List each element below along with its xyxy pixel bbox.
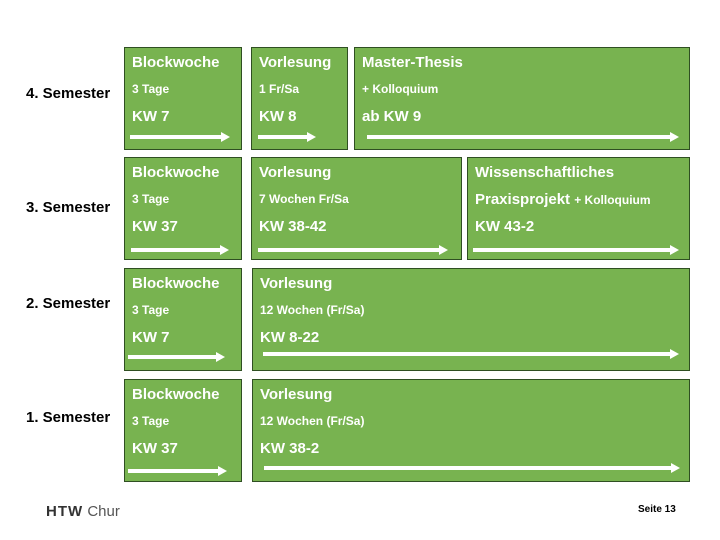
logo-chur: Chur — [87, 503, 120, 520]
box-title: Wissenschaftliches — [475, 164, 615, 181]
semester-2-label: 2. Semester — [26, 295, 111, 312]
box-detail: Praxisprojekt + Kolloquium — [475, 191, 651, 208]
box-detail: 3 Tage — [132, 303, 170, 317]
box-week: KW 37 — [132, 218, 178, 235]
box-week: ab KW 9 — [362, 108, 422, 125]
timeline-arrow — [258, 132, 316, 142]
box-detail: 12 Wochen (Fr/Sa) — [260, 414, 365, 428]
htw-chur-logo: HTW Chur — [46, 503, 120, 520]
s1-vorlesung-box: Vorlesung 12 Wochen (Fr/Sa) KW 38-2 — [252, 379, 690, 482]
box-detail: 12 Wochen (Fr/Sa) — [260, 303, 365, 317]
s3-vorlesung-box: Vorlesung 7 Wochen Fr/Sa KW 38-42 — [251, 157, 462, 260]
box-week: KW 37 — [132, 440, 178, 457]
semester-4-label: 4. Semester — [26, 85, 111, 102]
logo-htw: HTW — [46, 503, 84, 520]
timeline-arrow — [128, 352, 225, 362]
semester-3-label: 3. Semester — [26, 199, 111, 216]
timeline-arrow — [264, 463, 680, 473]
box-week: KW 43-2 — [475, 218, 535, 235]
box-title: Vorlesung — [260, 386, 333, 403]
box-detail: 3 Tage — [132, 82, 170, 96]
timeline-arrow — [258, 245, 448, 255]
timeline-arrow — [131, 245, 229, 255]
box-week: KW 8-22 — [260, 329, 320, 346]
timeline-arrow — [367, 132, 679, 142]
box-title: Master-Thesis — [362, 54, 463, 71]
s2-blockwoche-box: Blockwoche 3 Tage KW 7 — [124, 268, 242, 371]
timeline-arrow — [263, 349, 679, 359]
box-detail: 3 Tage — [132, 414, 170, 428]
box-week: KW 38-2 — [260, 440, 320, 457]
box-title: Blockwoche — [132, 54, 220, 71]
box-detail-extra: + Kolloquium — [574, 193, 651, 207]
box-detail: 7 Wochen Fr/Sa — [259, 192, 349, 206]
s4-vorlesung-box: Vorlesung 1 Fr/Sa KW 8 — [251, 47, 348, 150]
box-week: KW 38-42 — [259, 218, 327, 235]
box-title: Blockwoche — [132, 386, 220, 403]
s4-blockwoche-box: Blockwoche 3 Tage KW 7 — [124, 47, 242, 150]
semester-1-label: 1. Semester — [26, 409, 111, 426]
timeline-arrow — [473, 245, 679, 255]
box-week: KW 8 — [259, 108, 297, 125]
page-number: Seite 13 — [638, 504, 676, 515]
box-title: Blockwoche — [132, 275, 220, 292]
box-week: KW 7 — [132, 329, 170, 346]
box-detail: 3 Tage — [132, 192, 170, 206]
box-title: Vorlesung — [260, 275, 333, 292]
s1-blockwoche-box: Blockwoche 3 Tage KW 37 — [124, 379, 242, 482]
box-title: Vorlesung — [259, 54, 332, 71]
box-title: Vorlesung — [259, 164, 332, 181]
box-detail: + Kolloquium — [362, 82, 439, 96]
box-detail-main: Praxisprojekt — [475, 191, 571, 208]
box-title: Blockwoche — [132, 164, 220, 181]
s3-blockwoche-box: Blockwoche 3 Tage KW 37 — [124, 157, 242, 260]
timeline-arrow — [128, 466, 227, 476]
box-detail: 1 Fr/Sa — [259, 82, 300, 96]
s4-master-thesis-box: Master-Thesis + Kolloquium ab KW 9 — [354, 47, 690, 150]
timeline-arrow — [130, 132, 230, 142]
s2-vorlesung-box: Vorlesung 12 Wochen (Fr/Sa) KW 8-22 — [252, 268, 690, 371]
box-week: KW 7 — [132, 108, 170, 125]
s3-praxisprojekt-box: Wissenschaftliches Praxisprojekt + Kollo… — [467, 157, 690, 260]
